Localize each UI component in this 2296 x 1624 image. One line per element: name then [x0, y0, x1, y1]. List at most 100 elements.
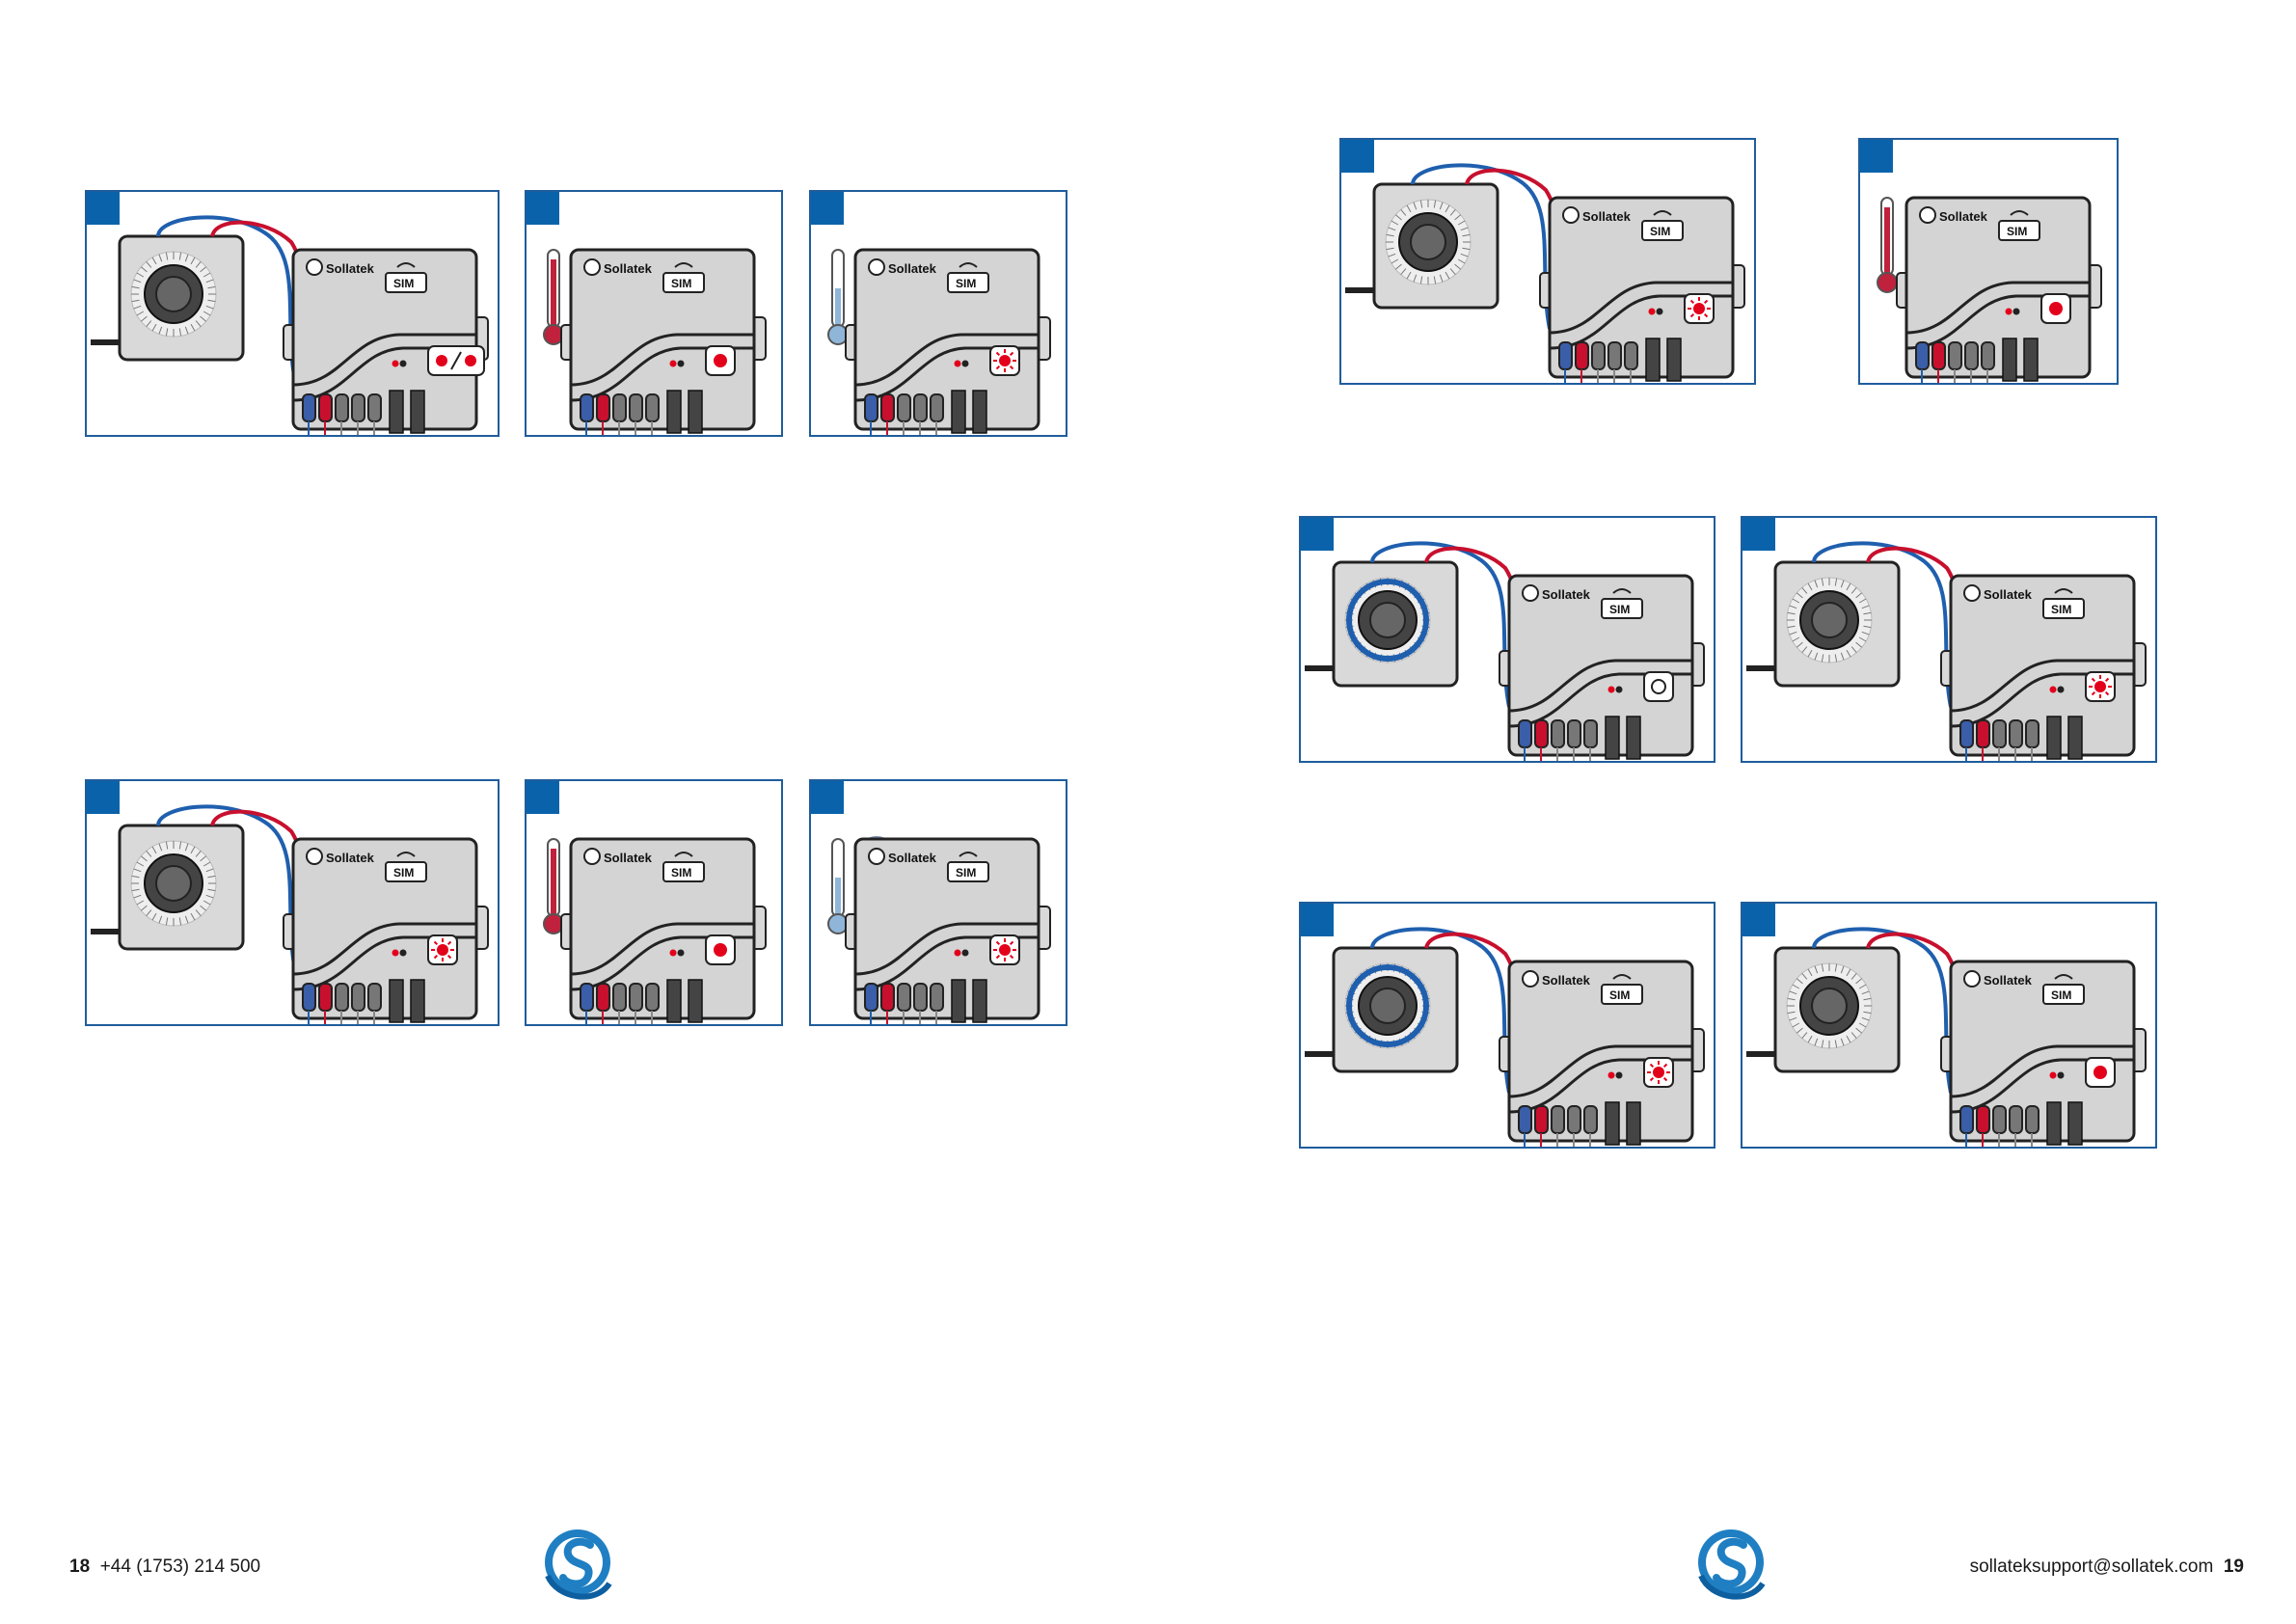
sim-label: SIM	[393, 866, 414, 880]
terminal	[368, 394, 381, 421]
terminal	[1568, 1106, 1580, 1133]
terminal	[881, 394, 894, 421]
status-led-small	[955, 361, 961, 367]
voltage-tester	[1305, 929, 1532, 1093]
brand-mark-icon	[1563, 207, 1579, 223]
terminal	[914, 984, 927, 1011]
thermometer-level	[835, 878, 841, 916]
brand-name: Sollatek	[1542, 587, 1591, 602]
terminal	[303, 984, 315, 1011]
cable-gland	[667, 391, 681, 433]
panel-8-illustration: SollatekSIM	[1860, 140, 2117, 383]
step-number-badge	[1860, 140, 1893, 173]
cable-gland	[667, 980, 681, 1022]
panel-12-illustration: SollatekSIM	[1742, 904, 2155, 1147]
panel-3-illustration: SollatekSIM	[811, 192, 1066, 435]
status-led-small	[1649, 309, 1656, 315]
step-number-badge	[1301, 904, 1334, 936]
terminal	[2026, 720, 2039, 747]
terminal	[1960, 1106, 1973, 1133]
led-flash-icon	[437, 944, 448, 956]
sim-label: SIM	[2051, 603, 2071, 616]
terminal	[1993, 1106, 2006, 1133]
status-led-small	[962, 950, 969, 957]
status-led-small	[2050, 1072, 2057, 1079]
dial-knob-center	[1370, 603, 1405, 637]
terminal	[914, 394, 927, 421]
terminal	[1960, 720, 1973, 747]
led-flash-icon	[436, 355, 447, 366]
brand-mark-icon	[1964, 585, 1980, 601]
footer-left: 18 +44 (1753) 214 500	[69, 1556, 260, 1578]
terminal	[1584, 1106, 1597, 1133]
led-flash-icon	[1693, 303, 1705, 314]
terminal	[1916, 342, 1929, 369]
terminal	[319, 984, 332, 1011]
step-number-badge	[811, 781, 844, 814]
terminal	[319, 394, 332, 421]
brand-name: Sollatek	[604, 851, 653, 865]
led-solid-icon	[714, 943, 727, 957]
dial-knob-center	[1370, 988, 1405, 1023]
sollatek-logo-left	[540, 1516, 615, 1609]
cable-gland	[1667, 338, 1681, 381]
status-led-small	[955, 950, 961, 957]
status-led-small	[670, 361, 677, 367]
diagram-panel-4: SollatekSIM	[85, 779, 500, 1026]
terminal	[1519, 1106, 1531, 1133]
status-led-small	[2006, 309, 2012, 315]
terminal	[865, 394, 878, 421]
terminal	[581, 394, 593, 421]
cable-gland	[390, 391, 403, 433]
brand-name: Sollatek	[1984, 973, 2033, 988]
cable-gland	[390, 980, 403, 1022]
diagram-panel-5: SollatekSIM	[525, 779, 783, 1026]
status-led-small	[1608, 1072, 1615, 1079]
cable-gland	[1646, 338, 1660, 381]
terminal	[303, 394, 315, 421]
status-led-small	[1616, 1072, 1623, 1079]
controller-unit: SollatekSIM	[1499, 961, 1704, 1147]
status-led-small	[1608, 687, 1615, 693]
diagram-panel-7: SollatekSIM	[1339, 138, 1756, 385]
dial-knob-center	[1812, 603, 1847, 637]
terminal	[646, 984, 659, 1011]
led-flash-icon	[1653, 1067, 1664, 1078]
thermometer-level	[551, 259, 556, 327]
brand-name: Sollatek	[888, 261, 937, 276]
terminal	[931, 984, 943, 1011]
controller-unit: SollatekSIM	[561, 250, 766, 435]
cable-gland	[1606, 717, 1619, 759]
panel-9-illustration: SollatekSIM	[1301, 518, 1714, 761]
sim-label: SIM	[1609, 603, 1630, 616]
brand-name: Sollatek	[1542, 973, 1591, 988]
brand-name: Sollatek	[1984, 587, 2033, 602]
sim-label: SIM	[2007, 225, 2027, 238]
step-number-badge	[1301, 518, 1334, 551]
diagram-panel-10: SollatekSIM	[1741, 516, 2157, 763]
status-led-small	[2058, 1072, 2065, 1079]
page-number-right: 19	[2224, 1556, 2244, 1577]
brand-mark-icon	[1964, 971, 1980, 987]
support-email[interactable]: sollateksupport@sollatek.com	[1970, 1556, 2214, 1577]
sim-label: SIM	[1609, 988, 1630, 1002]
phone-number: +44 (1753) 214 500	[100, 1556, 260, 1577]
step-number-badge	[527, 192, 559, 225]
terminal	[1982, 342, 1994, 369]
voltage-tester	[1305, 543, 1532, 707]
terminal	[1552, 720, 1564, 747]
status-led-small	[2058, 687, 2065, 693]
cable-gland	[411, 391, 424, 433]
sim-label: SIM	[956, 866, 976, 880]
dial-knob-center	[156, 866, 191, 901]
step-number-badge	[87, 192, 120, 225]
controller-unit: SollatekSIM	[846, 839, 1050, 1024]
cable-gland	[689, 391, 702, 433]
status-led-small	[2013, 309, 2020, 315]
terminal	[2010, 720, 2022, 747]
brand-mark-icon	[1523, 971, 1538, 987]
panel-10-illustration: SollatekSIM	[1742, 518, 2155, 761]
controller-unit: SollatekSIM	[846, 250, 1050, 435]
